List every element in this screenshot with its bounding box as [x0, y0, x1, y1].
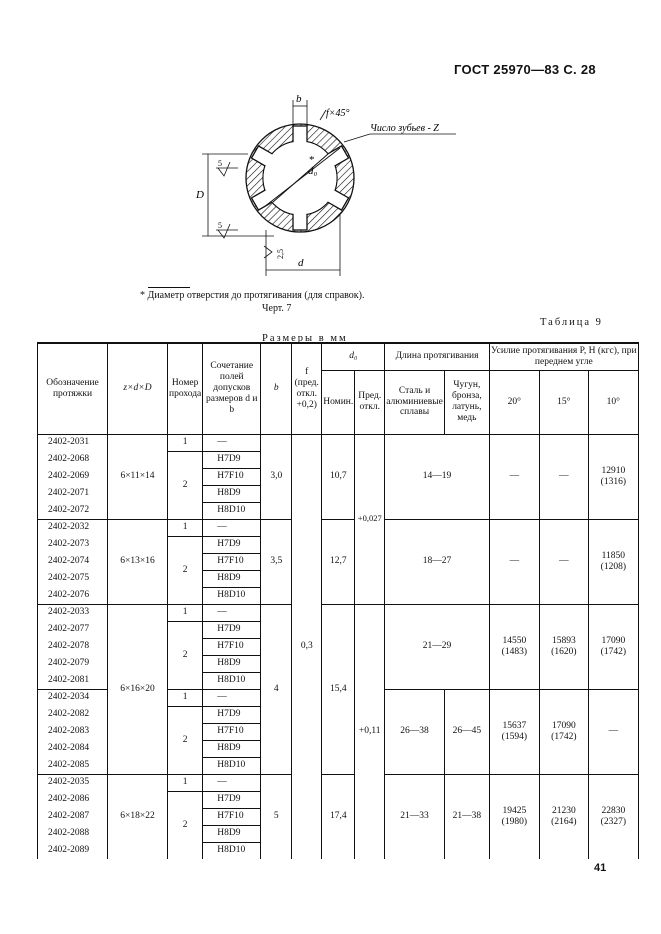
- f45-label: f×45°: [326, 108, 350, 119]
- table-row: 2402-2034 1 — 26—38 26—45 15637 (1594) 1…: [37, 688, 639, 774]
- col-force: Усилие протягивания P, Н (кгс), при пере…: [488, 342, 639, 371]
- d0-label: d₀: [308, 165, 318, 177]
- table-label: Таблица 9: [540, 317, 603, 328]
- teeth-count-label: Число зубьев - Z: [370, 123, 439, 134]
- d0-star: *: [309, 154, 315, 166]
- table-row: 2402-2077 2 H7D9: [37, 620, 639, 689]
- roughness-mark-2: 5: [218, 221, 222, 230]
- figure-label: Черт. 7: [262, 303, 292, 314]
- col-f: f (пред. откл. +0,2): [291, 342, 323, 435]
- col-d0-dev: Пред. откл.: [354, 369, 386, 435]
- D-label: D: [195, 189, 204, 201]
- table-row: 2402-2082 2 H7D9: [37, 705, 639, 774]
- table-row: 2402-2032 6×13×16 1 — 3,5 12,7 18—27 — —…: [37, 518, 639, 604]
- b-label: b: [296, 93, 302, 105]
- col-pass: Номер прохода: [166, 342, 204, 435]
- col-length-steel: Сталь и алюминиевые сплавы: [384, 369, 445, 435]
- roughness-mark-3: 2,5: [276, 249, 285, 259]
- sizes-label: Размеры в мм: [262, 333, 348, 344]
- col-length: Длина протягивания: [384, 342, 490, 371]
- col-b: b: [260, 342, 293, 435]
- col-designation: Обозначение протяжки: [37, 342, 108, 435]
- table-row: 2402-2033 6×16×20 1 — 4 15,4 +0,11 21—29…: [37, 603, 639, 859]
- table-row: 2402-2073 2 H7D9: [37, 535, 639, 604]
- col-d0-nom: Номин.: [321, 369, 356, 435]
- footnote: * Диаметр отверстия до протягивания (для…: [140, 290, 365, 301]
- broach-table: Обозначение протяжки z×d×D Номер прохода…: [37, 342, 639, 859]
- col-force-20: 20°: [488, 369, 540, 435]
- table-row: 2402-2068 2 H7D9: [37, 450, 639, 519]
- table-row: 2402-2035 6×18×22 1 — 5 17,4 21—33 21—38…: [37, 773, 639, 859]
- col-length-cast: Чугун, бронза, латунь, медь: [443, 369, 490, 435]
- col-zdD: z×d×D: [107, 342, 168, 435]
- d-label: d: [298, 257, 304, 269]
- page-header: ГОСТ 25970—83 С. 28: [454, 62, 596, 77]
- col-d0: d₀: [321, 342, 386, 371]
- broach-section-drawing: d₀ * b f×45° Число зубьев - Z D 5 5 2,5 …: [195, 93, 456, 276]
- col-combination: Сочетание полей допусков размеров d и b: [202, 342, 262, 435]
- col-force-15: 15°: [538, 369, 589, 435]
- page-number: 41: [594, 862, 607, 874]
- footnote-divider: [148, 287, 190, 288]
- col-force-10: 10°: [587, 369, 639, 435]
- table-row: 2402-2086 2 H7D9: [37, 790, 639, 859]
- table-row: 2402-2031 6×11×14 1 — 3,0 0,3 10,7 +0,02…: [37, 433, 639, 859]
- roughness-mark-1: 5: [218, 159, 222, 168]
